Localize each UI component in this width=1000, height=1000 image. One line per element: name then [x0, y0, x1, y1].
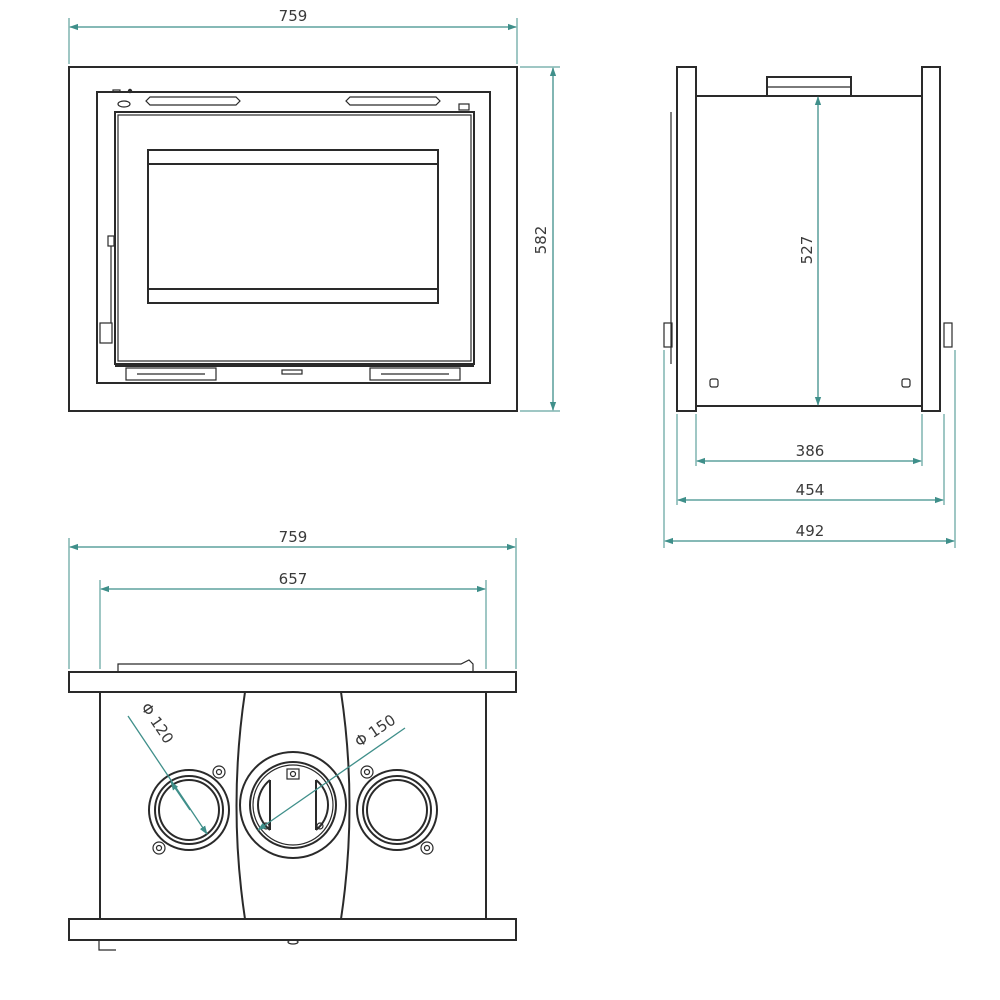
outlet-center — [239, 751, 347, 859]
front-control-dash — [112, 89, 121, 93]
top-rear-foot-pad — [287, 939, 299, 945]
front-bottom-detail-center — [281, 369, 303, 375]
top-dim-phi150-line — [257, 727, 406, 831]
outlet-left — [148, 765, 230, 855]
top-dim-width-label: 759 — [279, 528, 308, 546]
front-top-vent-right — [345, 96, 441, 106]
top-dim-inner-label: 657 — [279, 570, 308, 588]
front-top-vent-left — [145, 96, 241, 106]
side-dim-height-label: 527 — [798, 236, 816, 265]
top-view: Φ 120 Φ 150 759 657 — [68, 528, 517, 951]
front-door — [114, 111, 475, 365]
outlet-right — [356, 765, 438, 855]
front-control-dot — [127, 88, 133, 94]
side-dim-overall-label: 492 — [796, 522, 825, 540]
front-view: 759 582 — [68, 7, 560, 412]
front-outer-frame — [68, 66, 518, 412]
top-body — [99, 691, 487, 920]
front-top-right-latch — [458, 103, 470, 111]
top-rear-foot — [98, 940, 116, 951]
top-front-plate — [68, 671, 517, 693]
front-hinge — [107, 235, 115, 247]
top-dim-phi150-label: Φ 150 — [351, 711, 399, 751]
top-center-panel — [235, 691, 351, 920]
front-handle — [99, 322, 113, 344]
side-rear-plate — [921, 66, 941, 412]
side-bracket-right — [943, 322, 953, 348]
side-front-plate — [676, 66, 697, 412]
top-dim-phi120-label: Φ 120 — [137, 699, 177, 747]
top-rear-plate — [68, 918, 517, 941]
front-control-knob — [117, 100, 131, 108]
top-front-plate-lip — [117, 659, 474, 672]
front-bottom-detail-left — [125, 367, 217, 381]
side-bolt-left — [709, 378, 719, 388]
side-dim-body-label: 386 — [796, 442, 825, 460]
side-bolt-right — [901, 378, 911, 388]
front-door-inner — [117, 114, 472, 362]
front-bottom-detail-right — [369, 367, 461, 381]
front-dim-width-label: 759 — [279, 7, 308, 25]
front-glass — [147, 149, 439, 304]
front-inner-opening — [96, 91, 491, 384]
top-dim-phi120-arrow2 — [170, 781, 191, 811]
side-view: 527 386 454 492 — [663, 66, 956, 548]
top-dim-phi120-line — [127, 715, 208, 835]
side-dim-mid-label: 454 — [796, 481, 825, 499]
side-handle-left — [663, 322, 673, 348]
front-dim-height-label: 582 — [532, 226, 550, 255]
